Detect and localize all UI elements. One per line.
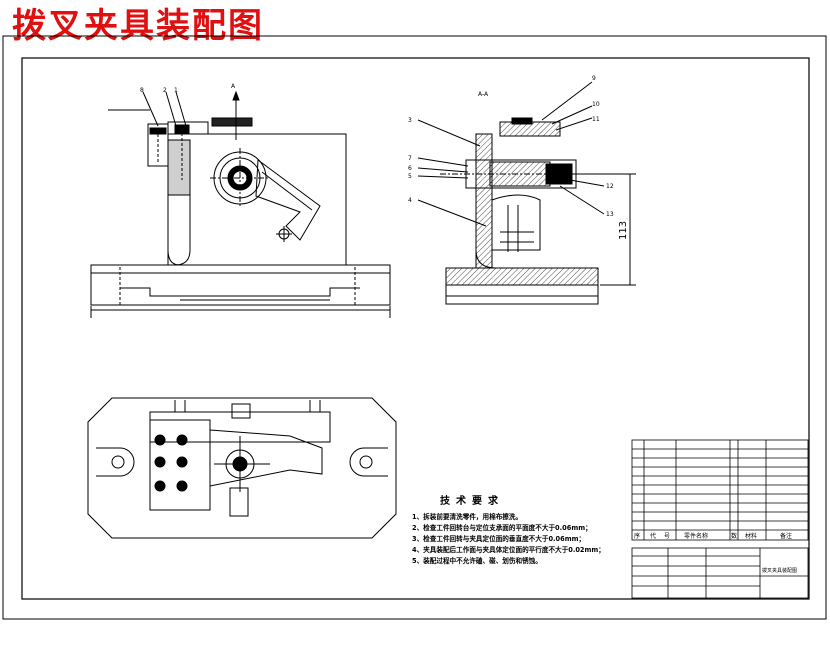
section-view — [417, 81, 636, 305]
leader-6: 6 — [408, 165, 412, 172]
bom-header-name: 零件名称 — [684, 532, 708, 540]
bom-header-qty: 数 — [731, 532, 737, 540]
leader-3: 3 — [408, 117, 412, 124]
front-view — [90, 90, 391, 318]
leader-13: 13 — [606, 211, 614, 218]
drawing-title: 拨叉夹具装配图 — [12, 6, 264, 46]
leader-7: 7 — [408, 155, 412, 162]
leader-4: 4 — [408, 197, 412, 204]
leader-5: 5 — [408, 173, 412, 180]
leader-11: 11 — [592, 116, 600, 123]
leader-8: 8 — [140, 87, 144, 94]
section-label: A-A — [478, 91, 489, 98]
bom-header-code: 代 — [650, 532, 656, 540]
top-view — [87, 397, 397, 539]
tech-heading: 技术要求 — [440, 496, 504, 507]
tech-item: 3、检查工件回转与夹具定位面的垂直度不大于0.06mm； — [412, 535, 586, 543]
leader-9: 9 — [592, 75, 596, 82]
inner-frame — [21, 57, 810, 600]
outer-frame — [2, 35, 827, 620]
leader-10: 10 — [592, 101, 600, 108]
tech-item: 5、装配过程中不允许磕、碰、划伤和锈蚀。 — [412, 557, 542, 565]
view-arrow-label: A — [231, 83, 236, 90]
leader-12: 12 — [606, 183, 614, 190]
technical-requirements: 技术要求 1、拆装前要清洗零件，用棉布擦洗。 2、检查工件回转台与定位支承面的平… — [412, 492, 605, 567]
leader-2: 2 — [163, 87, 167, 94]
bom-table — [631, 439, 809, 599]
bom-header-code2: 号 — [664, 533, 670, 540]
tech-item: 1、拆装前要清洗零件，用棉布擦洗。 — [412, 513, 523, 521]
bom-header-notes: 备注 — [780, 532, 792, 540]
title-block-name: 拨叉夹具装配图 — [762, 567, 797, 574]
dimension-113: 113 — [618, 221, 629, 240]
tech-list: 1、拆装前要清洗零件，用棉布擦洗。 2、检查工件回转台与定位支承面的平面度不大于… — [412, 512, 605, 567]
leader-1: 1 — [174, 87, 178, 94]
bom-header-material: 材料 — [745, 532, 757, 540]
tech-item: 4、夹具装配后工作面与夹具体定位面的平行度不大于0.02mm； — [412, 546, 605, 554]
bom-header-no: 序 — [634, 532, 640, 540]
tech-item: 2、检查工件回转台与定位支承面的平面度不大于0.06mm； — [412, 524, 592, 532]
